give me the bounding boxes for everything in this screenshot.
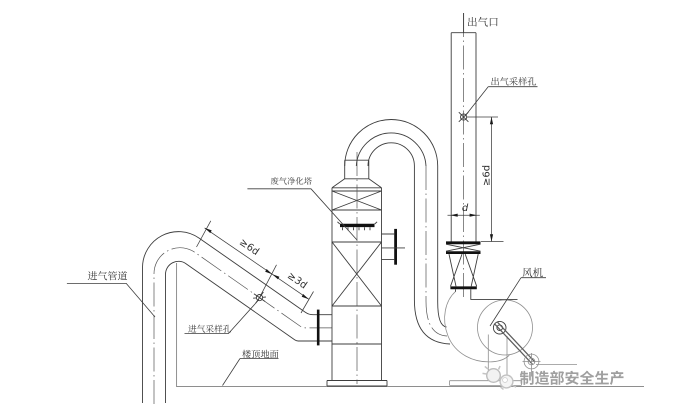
belt-drive xyxy=(494,321,536,365)
watermark xyxy=(482,365,624,390)
fan-hub-outer xyxy=(492,320,507,335)
u-bend-pipe xyxy=(344,119,451,345)
spray-header xyxy=(337,221,378,231)
inlet-pipe-centerline xyxy=(153,247,332,404)
fan-base xyxy=(449,380,522,386)
purifier-tower xyxy=(326,152,405,387)
inlet-pipe-inner-wall xyxy=(165,260,332,403)
leader-lines xyxy=(66,13,546,386)
watermark-text xyxy=(519,370,624,386)
tower-right-stub xyxy=(381,228,405,265)
fan-casing-circle xyxy=(477,299,533,356)
tower-section-lines xyxy=(332,209,382,345)
flexible-connector xyxy=(448,253,479,290)
dim-outlet-d: d xyxy=(462,203,469,214)
tower-cone xyxy=(331,178,382,189)
label-inlet-pipe xyxy=(87,271,128,281)
u-bend-inner-wall xyxy=(367,142,451,345)
inlet-pipe-outer-wall xyxy=(142,231,332,403)
inlet-pipe xyxy=(142,231,332,404)
tower-walls xyxy=(331,187,382,381)
watermark-logo xyxy=(482,365,517,390)
label-outlet-sampling xyxy=(491,77,537,86)
downcomer-centerline xyxy=(425,166,448,337)
valve xyxy=(445,241,481,255)
roof-ground-line xyxy=(176,263,644,388)
dim-outlet-6d: ≥6d xyxy=(481,165,492,186)
fan xyxy=(444,291,577,386)
outlet-stack xyxy=(445,13,518,300)
label-purifier-tower xyxy=(270,177,312,185)
fan-scroll xyxy=(444,291,510,363)
tower-packing-cross xyxy=(331,241,382,307)
u-bend-mid-line xyxy=(355,132,427,167)
label-outlet-port xyxy=(467,16,498,27)
label-inlet-sampling xyxy=(188,324,232,333)
motor-pulley xyxy=(522,353,541,377)
tower-base-plate xyxy=(326,380,388,387)
u-bend-outer-wall xyxy=(344,119,447,328)
inlet-dim-line xyxy=(204,227,310,300)
outlet-dim-extensions xyxy=(467,116,504,242)
label-fan xyxy=(522,267,543,278)
outlet-dimension: ≥6d d xyxy=(447,116,504,242)
